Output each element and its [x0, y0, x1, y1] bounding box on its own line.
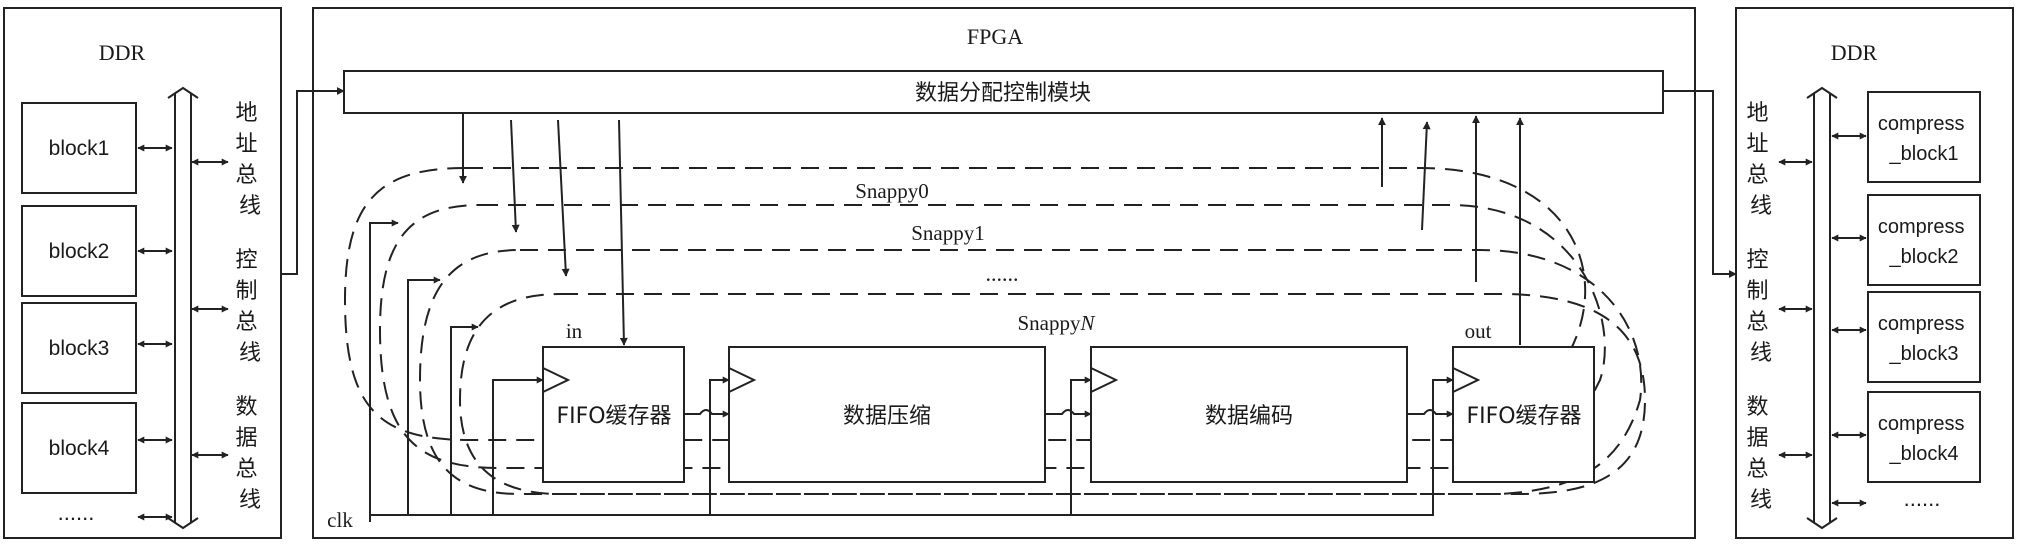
stage-fifo-out-clock-triangle [1452, 367, 1481, 393]
snappy1-label: Snappy1 [911, 221, 985, 245]
snappy0-label: Snappy0 [855, 179, 929, 203]
flow-encode-to-fifo [1407, 409, 1454, 418]
ddr-right-data-bus-label: 数 据 总 线 [1746, 395, 1775, 513]
ddr-left-block-3-label: block3 [49, 337, 110, 360]
snappyn-outline [458, 293, 1647, 495]
ddr-right-block-2-label: compress _block2 [1878, 216, 1970, 268]
ddr-right-block-4-label: compress _block4 [1878, 413, 1970, 465]
ddr-right-block-1 [1867, 91, 1981, 183]
snappy1-outline [378, 204, 1606, 469]
ddr-left-bus-top-cap [167, 86, 199, 99]
ddr-right-block-3-label: compress _block3 [1878, 313, 1970, 365]
ddr-left-bus-bottom-cap [167, 517, 199, 530]
clk-label: clk [327, 508, 353, 532]
dispatcher-module-label: 数据分配控制模块 [915, 81, 1091, 106]
ddr-right-block-2 [1867, 194, 1981, 286]
ddr-left-more: ...... [58, 500, 95, 525]
ddr-right-ctrl-bus-label: 控 制 总 线 [1746, 248, 1775, 366]
stage-compress-clock-triangle [728, 367, 757, 393]
ddr-right-addr-bus-label: 地 址 总 线 [1746, 101, 1775, 219]
dispatch-arrow-down-3 [557, 119, 570, 277]
stage-encode-clock-triangle [1090, 367, 1119, 393]
fpga-title: FPGA [967, 24, 1023, 49]
snappy-ellipsis-label: ...... [986, 261, 1019, 286]
stage-fifo-out [1452, 346, 1595, 483]
stage-fifo-in-clock-triangle [542, 367, 571, 393]
fpga-panel: FPGA 数据分配控制模块 Snappy0 Snappy1 ...... Sna… [281, 7, 1737, 539]
clk-line-snappy0 [369, 219, 399, 522]
ddr-left-block-4-label: block4 [49, 437, 110, 460]
stage-fifo-in-label: FIFO缓存器 [556, 404, 671, 429]
fpga-to-ddr-right-connector [1663, 90, 1737, 278]
ddr-right-block-1-label: compress _block1 [1878, 113, 1970, 165]
dispatcher-module [343, 70, 1664, 114]
clk-line-fifo-out [370, 376, 1454, 516]
stage-fifo-in [542, 346, 685, 483]
ddr-left-data-bus-label: 数 据 总 线 [235, 395, 264, 513]
ddr-left-block-3 [21, 302, 137, 394]
ddr-left-ctrl-bus-label: 控 制 总 线 [235, 248, 264, 366]
snappy-ellipsis-outline [418, 249, 1643, 495]
ddr-left-title: DDR [99, 40, 146, 65]
ddr-left-block-2 [21, 205, 137, 297]
stage-compress [728, 346, 1046, 483]
stage-compress-label: 数据压缩 [843, 404, 931, 429]
dispatch-arrow-down-2 [510, 119, 520, 233]
dispatch-arrow-down-4 [618, 119, 628, 346]
snappyn-label: SnappyN [1017, 311, 1095, 335]
ddr-left-to-fpga-connector [281, 87, 345, 275]
stage-fifo-out-label: FIFO缓存器 [1466, 404, 1581, 429]
flow-compress-to-encode [1045, 409, 1092, 418]
ddr-left-block-4 [21, 402, 137, 494]
collect-arrow-up-2 [1421, 121, 1431, 231]
ddr-right-block-3 [1867, 291, 1981, 383]
out-label: out [1465, 319, 1492, 343]
ddr-left-panel: DDR block1 block2 block3 block4 ...... 地… [3, 7, 282, 539]
ddr-right-title: DDR [1831, 40, 1878, 65]
in-label: in [566, 319, 583, 343]
ddr-left-block-1-label: block1 [49, 137, 110, 160]
ddr-right-block-4 [1867, 391, 1981, 483]
ddr-right-bus-bottom-cap [1806, 517, 1838, 530]
ddr-right-bus-top-cap [1806, 86, 1838, 99]
stage-encode-label: 数据编码 [1205, 404, 1293, 429]
ddr-left-block-1 [21, 102, 137, 194]
ddr-right-more: ...... [1904, 486, 1941, 511]
ddr-left-block-2-label: block2 [49, 240, 110, 263]
ddr-left-addr-bus-label: 地 址 总 线 [235, 101, 264, 219]
flow-fifo-to-compress [684, 409, 730, 418]
ddr-right-panel: DDR 地 址 总 线 控 制 总 线 数 据 总 线 [1735, 7, 2014, 539]
